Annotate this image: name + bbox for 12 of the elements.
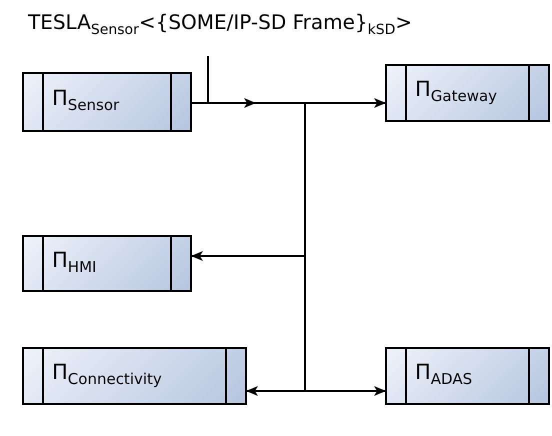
process-box bbox=[22, 72, 192, 132]
process-name: Π$_{Sensor}$ bbox=[52, 86, 120, 114]
process-box bbox=[385, 347, 550, 405]
process-box bbox=[385, 64, 550, 122]
process-name: Π$_{Connectivity}$ bbox=[52, 360, 162, 388]
leader-line bbox=[207, 56, 209, 103]
process-box bbox=[22, 347, 247, 405]
process-name: Π$_{Gateway}$ bbox=[415, 77, 498, 106]
process-name: Π$_{HMI}$ bbox=[52, 248, 96, 276]
process-name: Π$_{ADAS}$ bbox=[415, 360, 472, 388]
frame-label: TESLA$_{Sensor}$<{SOME/IP-SD Frame}$_{kSD}$> bbox=[28, 10, 412, 34]
process-box bbox=[22, 235, 192, 292]
